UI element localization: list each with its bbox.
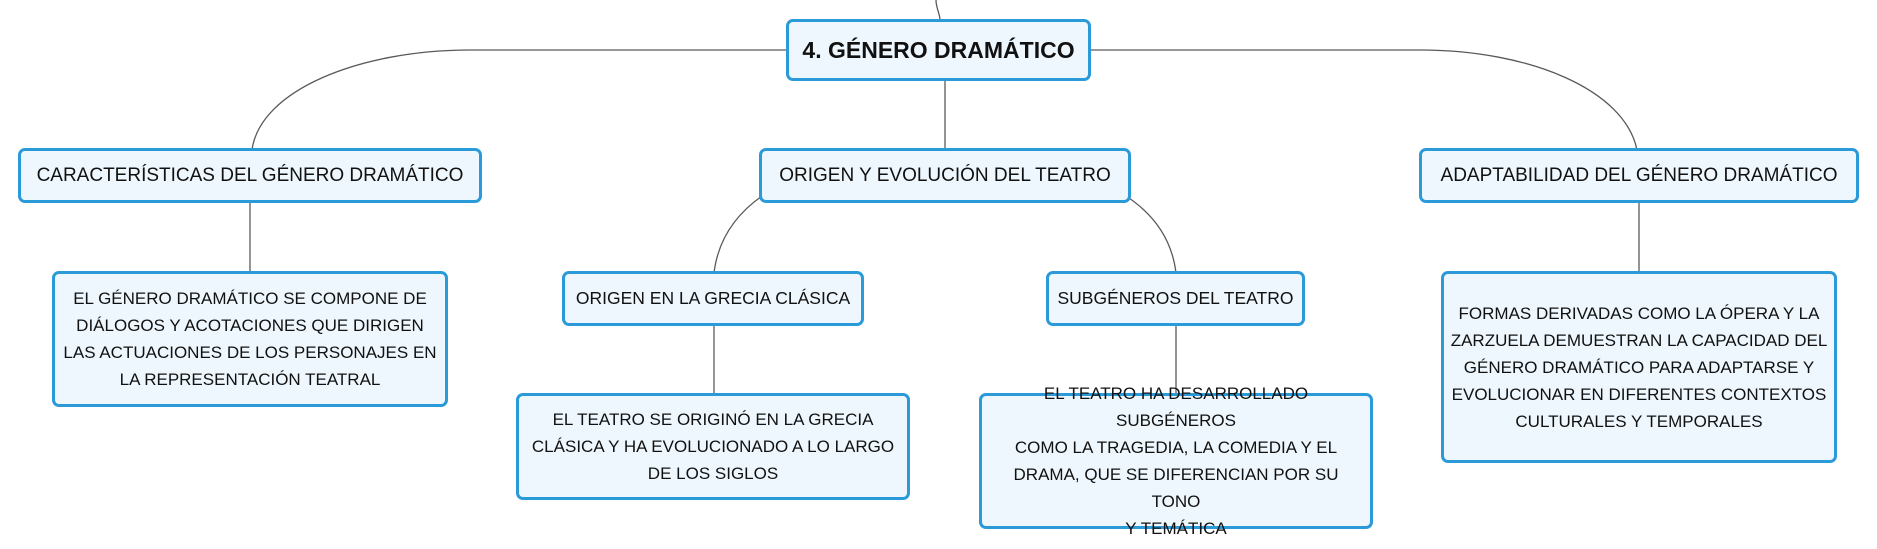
branch-origen-evolucion-label: ORIGEN Y EVOLUCIÓN DEL TEATRO [779,164,1111,186]
detail-line: FORMAS DERIVADAS COMO LA ÓPERA Y LA [1458,303,1820,323]
detail-line: EL TEATRO HA DESARROLLADO SUBGÉNEROS [1043,384,1309,430]
connector-parent-to-root [935,0,941,21]
detail-line: Y TEMÁTICA [1125,519,1227,538]
detail-line: EL GÉNERO DRAMÁTICO SE COMPONE DE [73,289,427,308]
detail-line: COMO LA TRAGEDIA, LA COMEDIA Y EL [1014,438,1338,457]
branch-origen-evolucion[interactable]: ORIGEN Y EVOLUCIÓN DEL TEATRO [759,148,1131,203]
detail-caracteristicas: EL GÉNERO DRAMÁTICO SE COMPONE DE DIÁLOG… [52,271,448,407]
branch-caracteristicas-label: CARACTERÍSTICAS DEL GÉNERO DRAMÁTICO [36,164,464,186]
branch-adaptabilidad[interactable]: ADAPTABILIDAD DEL GÉNERO DRAMÁTICO [1419,148,1859,203]
branch-adaptabilidad-label: ADAPTABILIDAD DEL GÉNERO DRAMÁTICO [1440,164,1838,186]
subnode-grecia-label: ORIGEN EN LA GRECIA CLÁSICA [575,288,851,308]
detail-line: DIÁLOGOS Y ACOTACIONES QUE DIRIGEN [76,316,424,335]
connector-root-to-caracteristicas [251,49,790,151]
detail-line: EL TEATRO SE ORIGINÓ EN LA GRECIA [552,410,874,429]
detail-line: LA REPRESENTACIÓN TEATRAL [119,370,381,389]
root-label: 4. GÉNERO DRAMÁTICO [802,36,1075,63]
detail-grecia: EL TEATRO SE ORIGINÓ EN LA GRECIA CLÁSIC… [516,393,910,500]
detail-line: GÉNERO DRAMÁTICO PARA ADAPTARSE Y [1463,357,1815,377]
detail-line: DE LOS SIGLOS [647,464,779,483]
detail-line: ZARZUELA DEMUESTRAN LA CAPACIDAD DEL [1450,330,1828,350]
detail-line: LAS ACTUACIONES DE LOS PERSONAJES EN [63,343,437,362]
connector-origen-to-grecia [713,195,763,274]
subnode-grecia[interactable]: ORIGEN EN LA GRECIA CLÁSICA [562,271,864,326]
detail-adaptabilidad: FORMAS DERIVADAS COMO LA ÓPERA Y LA ZARZ… [1441,271,1837,463]
detail-line: EVOLUCIONAR EN DIFERENTES CONTEXTOS [1451,384,1827,404]
root-node[interactable]: 4. GÉNERO DRAMÁTICO [786,19,1091,81]
connector-root-to-adaptabilidad [1090,49,1638,151]
connector-origen-to-subgeneros [1125,195,1177,274]
detail-line: CULTURALES Y TEMPORALES [1515,411,1763,431]
subnode-subgeneros-label: SUBGÉNEROS DEL TEATRO [1057,288,1294,308]
detail-subgeneros: EL TEATRO HA DESARROLLADO SUBGÉNEROS COM… [979,384,1373,538]
detail-line: CLÁSICA Y HA EVOLUCIONADO A LO LARGO [531,437,895,456]
branch-caracteristicas[interactable]: CARACTERÍSTICAS DEL GÉNERO DRAMÁTICO [18,148,482,203]
detail-line: DRAMA, QUE SE DIFERENCIAN POR SU TONO [1013,465,1339,511]
subnode-subgeneros[interactable]: SUBGÉNEROS DEL TEATRO [1046,271,1305,326]
